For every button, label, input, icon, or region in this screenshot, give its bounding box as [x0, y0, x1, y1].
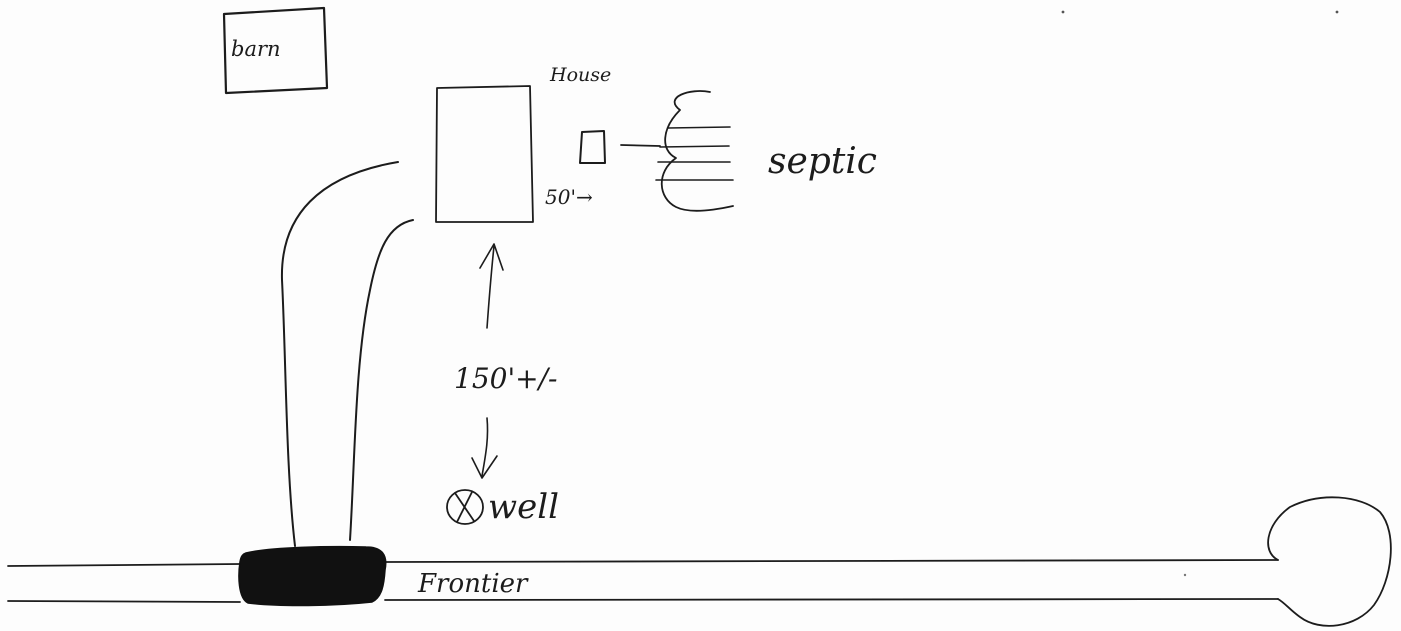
drain-line-1 — [667, 126, 731, 129]
road-bottom-edge — [7, 598, 1279, 603]
distance-arrowhead-up — [479, 243, 504, 271]
drain-line-2 — [659, 145, 730, 148]
septic-system: septic — [579, 90, 877, 212]
well-cross — [454, 491, 475, 523]
distance-indicator: 150'+/- — [454, 243, 558, 479]
driveway-left-edge — [280, 161, 399, 547]
house: House 50'→ — [435, 64, 611, 223]
well-symbol — [446, 489, 484, 525]
road-label: Frontier — [417, 569, 529, 599]
distance-arrowhead-down — [471, 455, 498, 479]
drain-field — [660, 90, 734, 212]
scan-speckles — [1061, 10, 1339, 577]
house-outline — [435, 85, 534, 223]
distance-arrow-up — [486, 245, 495, 329]
well: well — [446, 487, 559, 527]
driveway-culvert — [238, 545, 387, 607]
septic-connector — [620, 144, 661, 147]
barn-outline — [222, 6, 329, 95]
driveway — [280, 161, 414, 547]
well-label: well — [488, 487, 559, 527]
distance-arrow-down — [481, 417, 489, 477]
driveway-right-edge — [349, 219, 414, 541]
barn-label: barn — [231, 37, 281, 61]
road-top-edge — [7, 559, 1279, 567]
septic-label: septic — [768, 141, 877, 182]
distance-label: 150'+/- — [454, 362, 558, 395]
house-label: House — [549, 64, 611, 86]
septic-tank — [579, 130, 606, 164]
setback-label: 50'→ — [545, 185, 593, 209]
barn: barn — [222, 6, 329, 95]
road: Frontier — [7, 496, 1392, 627]
cul-de-sac — [1267, 496, 1392, 627]
